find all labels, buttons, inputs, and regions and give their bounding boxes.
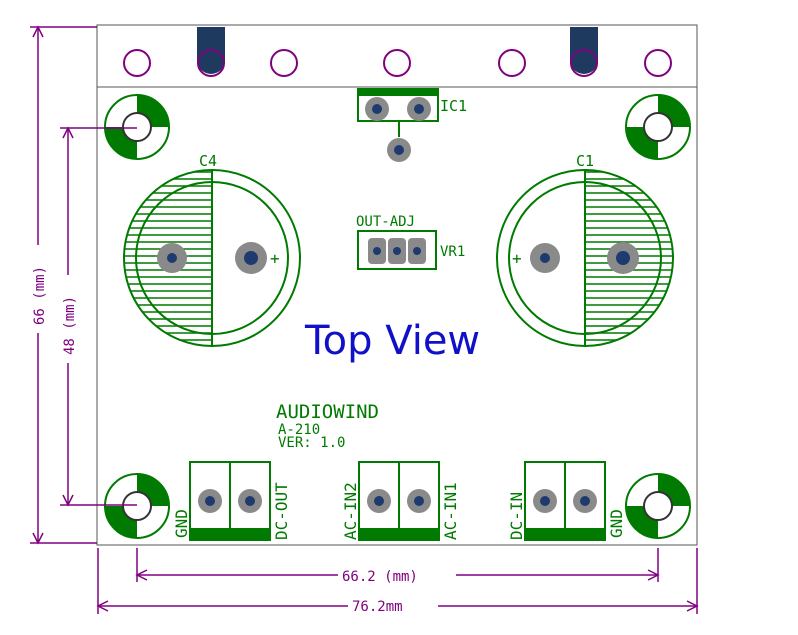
c1-plus-label: + xyxy=(512,249,522,268)
gnd-right-label: GND xyxy=(607,509,626,538)
capacitor-c1 xyxy=(496,169,674,347)
connector-ac-in xyxy=(358,461,440,541)
ic1-label: IC1 xyxy=(440,97,467,115)
mounting-hole-top-right xyxy=(625,94,691,160)
c4-plus-label: + xyxy=(270,249,280,268)
ac-in1-label: AC-IN1 xyxy=(441,482,460,540)
heatsink-hole xyxy=(383,49,411,77)
heatsink-bolt-left xyxy=(197,27,225,77)
dim-height-inner: 48 (mm) xyxy=(62,296,78,355)
heatsink-bolt-right xyxy=(570,27,598,77)
heatsink-holes xyxy=(123,49,672,77)
heatsink-hole xyxy=(123,49,151,77)
mounting-hole-bottom-left xyxy=(104,473,170,539)
heatsink-hole xyxy=(644,49,672,77)
dc-out-label: DC-OUT xyxy=(272,482,291,540)
vr1-trimmer xyxy=(357,230,437,270)
c4-label: C4 xyxy=(199,152,217,170)
dim-height-outer: 66 (mm) xyxy=(32,266,48,325)
capacitor-c4 xyxy=(123,169,301,347)
version-label: VER: 1.0 xyxy=(278,435,345,451)
c1-label: C1 xyxy=(576,152,594,170)
gnd-left-label: GND xyxy=(172,509,191,538)
ac-in2-label: AC-IN2 xyxy=(341,482,360,540)
mounting-hole-bottom-right xyxy=(625,473,691,539)
heatsink-hole xyxy=(498,49,526,77)
dim-width-inner: 66.2 (mm) xyxy=(342,569,418,585)
model-label: A-210 xyxy=(278,422,320,438)
ic1-regulator xyxy=(357,88,439,162)
brand-label: AUDIOWIND xyxy=(276,401,379,423)
out-adj-label: OUT-ADJ xyxy=(356,214,415,230)
view-title: Top View xyxy=(304,318,480,364)
heatsink-hole xyxy=(270,49,298,77)
dim-width-outer: 76.2mm xyxy=(352,599,403,615)
mounting-hole-top-left xyxy=(104,94,170,160)
dc-in-label: DC-IN xyxy=(507,492,526,540)
vr1-label: VR1 xyxy=(440,244,465,260)
connector-dc-in xyxy=(524,461,606,541)
connector-dc-out xyxy=(189,461,271,541)
